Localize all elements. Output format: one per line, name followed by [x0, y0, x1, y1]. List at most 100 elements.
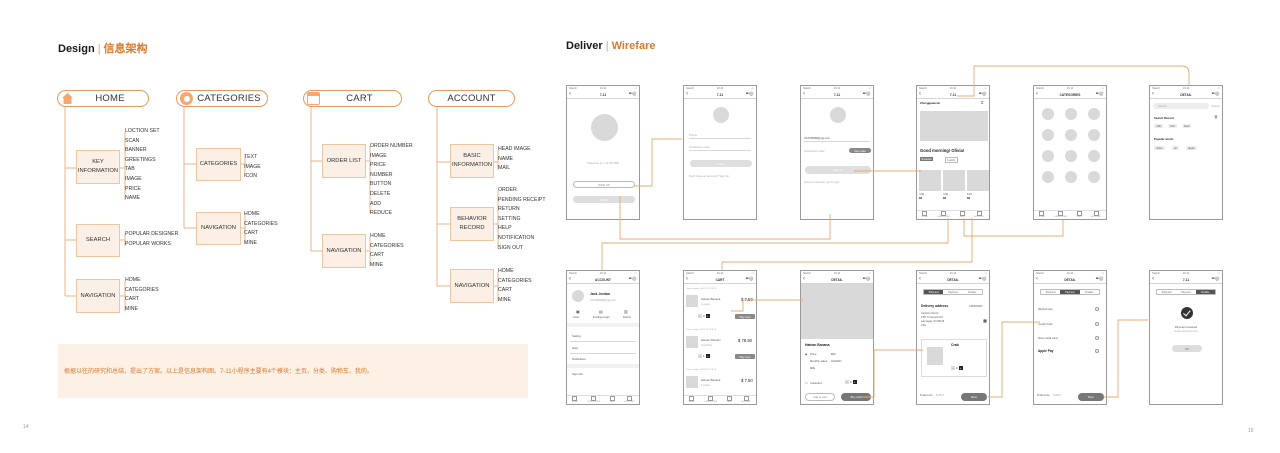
popular-tag[interactable]: oil: [1172, 146, 1179, 150]
buy-now-button[interactable]: Buy now: [841, 393, 871, 401]
add-to-cart-button[interactable]: Add to cart: [805, 393, 835, 401]
trash-icon[interactable]: 🗑: [1214, 115, 1218, 119]
back-icon[interactable]: ‹: [686, 276, 688, 282]
tab-payment[interactable]: Payment: [948, 291, 958, 294]
location-label[interactable]: Zhongguancun: [920, 101, 941, 105]
back-icon[interactable]: ‹: [803, 91, 805, 97]
pay-now-button[interactable]: Pay now: [735, 314, 755, 319]
menu-item[interactable]: Help: [572, 346, 578, 350]
plus-button[interactable]: +: [705, 354, 710, 358]
search-input[interactable]: Search: [1153, 103, 1209, 109]
payment-method[interactable]: Credit Card: [1038, 322, 1053, 326]
category-icon[interactable]: [1042, 129, 1054, 141]
product-image[interactable]: [919, 170, 941, 191]
back-icon[interactable]: ‹: [569, 91, 571, 97]
payment-method[interactable]: New credit card: [1038, 336, 1058, 340]
tab-finalize[interactable]: Finalize: [1195, 290, 1215, 294]
tab-home[interactable]: HOME: [922, 211, 928, 218]
tab-shipment[interactable]: Shipment: [1161, 291, 1172, 294]
back-icon[interactable]: ‹: [919, 91, 921, 97]
login-link[interactable]: Have an account, go to login: [804, 180, 840, 184]
quantity-stepper[interactable]: −1+: [698, 354, 710, 358]
more-icon[interactable]: •• ◎: [745, 91, 754, 97]
payment-radio[interactable]: [1095, 322, 1099, 326]
more-icon[interactable]: •• ◎: [1095, 276, 1104, 282]
quantity-stepper[interactable]: −2+: [845, 380, 857, 384]
cancel-button[interactable]: Cancel: [1211, 104, 1220, 108]
signup-link[interactable]: Don't have an account? Sign Up: [689, 174, 730, 178]
more-icon[interactable]: •• ◎: [628, 276, 637, 282]
login-submit-button[interactable]: Log in: [690, 160, 752, 167]
tab-categories[interactable]: CATEGORIES: [937, 211, 950, 218]
receipt-icon[interactable]: ▤: [599, 309, 603, 314]
signup-submit-button[interactable]: Sign Up: [805, 166, 871, 174]
tab-categories[interactable]: CATEGORIES: [704, 396, 717, 403]
next-button[interactable]: Next: [1078, 393, 1104, 401]
back-icon[interactable]: ‹: [1036, 276, 1038, 282]
more-icon[interactable]: •• ◎: [1211, 276, 1220, 282]
payment-radio[interactable]: [1095, 307, 1099, 311]
address-radio[interactable]: [983, 319, 987, 323]
tab-home[interactable]: HOME: [1039, 211, 1045, 218]
collect-label[interactable]: Collection: [810, 381, 823, 385]
tab-shipment[interactable]: Shipment: [924, 290, 944, 294]
minus-button[interactable]: −: [845, 380, 849, 384]
more-icon[interactable]: •• ◎: [978, 91, 987, 97]
tab-cart[interactable]: CART: [727, 396, 732, 403]
tab-home[interactable]: HOME: [689, 396, 695, 403]
payment-radio[interactable]: [1095, 336, 1099, 340]
tab-lunch[interactable]: Lunch: [945, 157, 958, 163]
category-icon[interactable]: [1042, 150, 1054, 162]
product-image[interactable]: [967, 170, 989, 191]
product-image[interactable]: [801, 284, 873, 339]
next-button[interactable]: Next: [961, 393, 987, 401]
tab-account[interactable]: ACCOUNT: [1091, 211, 1101, 218]
phone-input[interactable]: Phone: [689, 133, 698, 137]
banner-placeholder[interactable]: [920, 111, 988, 141]
product-image[interactable]: [686, 295, 698, 307]
category-icon[interactable]: [1065, 171, 1077, 183]
back-icon[interactable]: ‹: [686, 91, 688, 97]
minus-button[interactable]: −: [698, 354, 702, 358]
code-input[interactable]: Verification code: [689, 145, 710, 149]
back-icon[interactable]: ‹: [1152, 276, 1154, 282]
tab-cart[interactable]: CART: [610, 396, 615, 403]
category-icon[interactable]: [1042, 171, 1054, 183]
popular-tag[interactable]: apple: [1186, 146, 1197, 150]
tab-finalize[interactable]: Finalize: [968, 291, 977, 294]
plus-button[interactable]: +: [958, 366, 963, 370]
menu-item[interactable]: Setting: [572, 334, 581, 338]
recent-tag[interactable]: fruit: [1168, 124, 1177, 128]
tab-account[interactable]: ACCOUNT: [741, 396, 751, 403]
recent-tag[interactable]: beef: [1182, 124, 1192, 128]
tab-finalize[interactable]: Finalize: [1085, 291, 1094, 294]
tab-breakfast[interactable]: Breakfast: [920, 157, 934, 161]
tab-cart[interactable]: CART: [1077, 211, 1082, 218]
email-input[interactable]: 234789988@qq.com: [804, 136, 831, 140]
payment-method[interactable]: Apple Pay: [1038, 349, 1054, 353]
plus-button[interactable]: +: [705, 314, 710, 318]
tab-home[interactable]: HOME: [572, 396, 578, 403]
product-image[interactable]: [686, 376, 698, 388]
signout-item[interactable]: Sign Out: [572, 372, 583, 376]
minus-button[interactable]: −: [951, 366, 955, 370]
product-image[interactable]: [943, 170, 965, 191]
tab-account[interactable]: ACCOUNT: [974, 211, 984, 218]
category-icon[interactable]: [1042, 108, 1054, 120]
collect-icon[interactable]: ☐: [805, 381, 808, 385]
refund-icon[interactable]: ▥: [624, 309, 628, 314]
more-icon[interactable]: •• ◎: [628, 91, 637, 97]
order-icon[interactable]: ▣: [576, 309, 580, 314]
back-icon[interactable]: ‹: [919, 276, 921, 282]
more-icon[interactable]: •• ◎: [978, 276, 987, 282]
category-icon[interactable]: [1088, 129, 1100, 141]
tab-categories[interactable]: CATEGORIES: [1054, 211, 1067, 218]
category-icon[interactable]: [1065, 108, 1077, 120]
tab-shipment[interactable]: Shipment: [1045, 291, 1056, 294]
category-icon[interactable]: [1088, 108, 1100, 120]
plus-button[interactable]: +: [852, 380, 857, 384]
more-icon[interactable]: •• ◎: [862, 276, 871, 282]
payment-method[interactable]: Wechat pay: [1038, 307, 1053, 311]
signup-button[interactable]: SIGN UP: [573, 181, 635, 188]
category-icon[interactable]: [1065, 129, 1077, 141]
